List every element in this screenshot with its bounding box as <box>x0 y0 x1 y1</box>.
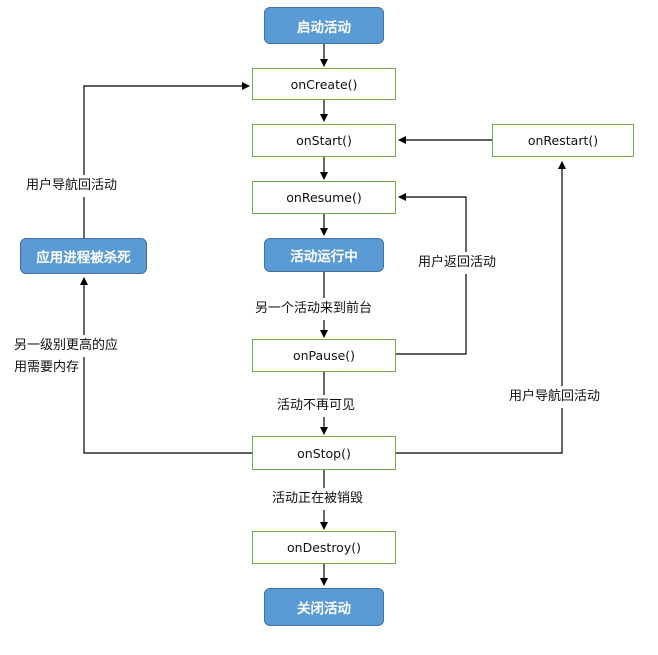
arrow-killed-to-create <box>83 82 250 238</box>
node-on-start: onStart() <box>252 124 396 157</box>
node-label: onCreate() <box>290 76 358 92</box>
label-no-longer-visible: 活动不再可见 <box>277 395 356 417</box>
label-another-to-front: 另一个活动来到前台 <box>255 298 373 320</box>
node-label: onPause() <box>292 348 356 363</box>
node-label: 关闭活动 <box>297 601 351 617</box>
node-on-restart: onRestart() <box>492 124 634 157</box>
arrow-stop-to-killed <box>80 277 252 454</box>
node-label: onStart() <box>296 133 352 148</box>
node-on-create: onCreate() <box>252 68 396 100</box>
node-on-destroy: onDestroy() <box>252 531 396 564</box>
node-label: onDestroy() <box>287 540 361 555</box>
node-on-resume: onResume() <box>252 181 396 214</box>
label-user-navigates-back-right: 用户导航回活动 <box>509 386 601 408</box>
label-being-destroyed: 活动正在被销毁 <box>272 488 364 510</box>
node-label: onRestart() <box>527 133 599 148</box>
node-label: onResume() <box>286 190 362 205</box>
arrow-pause-to-resume <box>396 193 467 355</box>
node-start-activity: 启动活动 <box>264 7 384 44</box>
arrow-stop-to-restart <box>396 161 566 454</box>
node-label: 启动活动 <box>297 19 351 36</box>
label-higher-priority-line2: 用需要内存 <box>14 357 80 379</box>
label-higher-priority-line1: 另一级别更高的应 <box>14 335 119 357</box>
node-label: onStop() <box>297 445 351 461</box>
label-user-returns: 用户返回活动 <box>418 252 497 274</box>
node-process-killed: 应用进程被杀死 <box>20 238 147 274</box>
node-on-stop: onStop() <box>252 436 396 470</box>
node-activity-running: 活动运行中 <box>264 238 384 272</box>
label-user-navigates-back-left: 用户导航回活动 <box>26 175 118 197</box>
node-on-pause: onPause() <box>252 339 396 372</box>
node-label: 应用进程被杀死 <box>36 250 131 266</box>
node-close-activity: 关闭活动 <box>264 588 384 626</box>
node-label: 活动运行中 <box>290 249 358 265</box>
